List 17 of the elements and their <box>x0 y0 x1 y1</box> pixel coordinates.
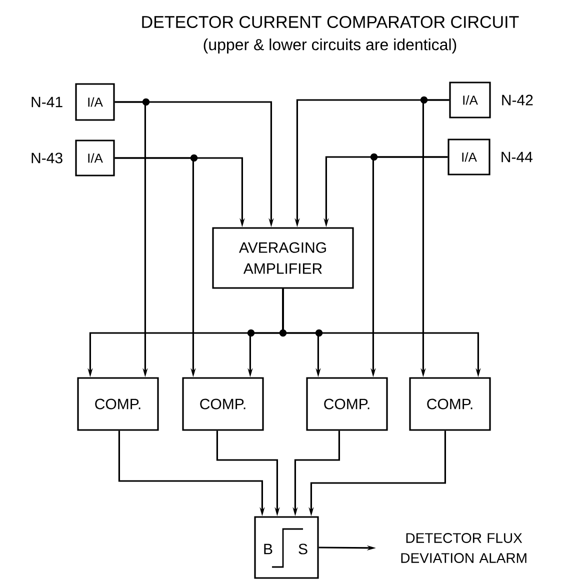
output-label: DETECTOR FLUX DEVIATION ALARM <box>401 533 526 563</box>
comparator-box: COMP. <box>409 377 491 431</box>
converter-box: I/A <box>448 138 490 176</box>
detector-label: N-42 <box>502 94 533 106</box>
comparator-box: COMP. <box>182 377 264 431</box>
subtitle: (upper & lower circuits are identical) <box>204 38 456 54</box>
detector-label: N-44 <box>502 152 532 162</box>
bistable-box: B S <box>254 516 319 579</box>
comparator-box: COMP. <box>77 377 159 431</box>
comparator-box: COMP. <box>306 377 388 431</box>
detector-label: N-43 <box>32 152 62 164</box>
converter-box: I/A <box>75 83 115 121</box>
detector-label: N-41 <box>32 96 62 108</box>
amplifier-box: AVERAGING AMPLIFIER <box>212 227 354 289</box>
title: DETECTOR CURRENT COMPARATOR CIRCUIT <box>142 16 519 28</box>
converter-box: I/A <box>75 140 115 176</box>
converter-box: I/A <box>449 82 491 118</box>
